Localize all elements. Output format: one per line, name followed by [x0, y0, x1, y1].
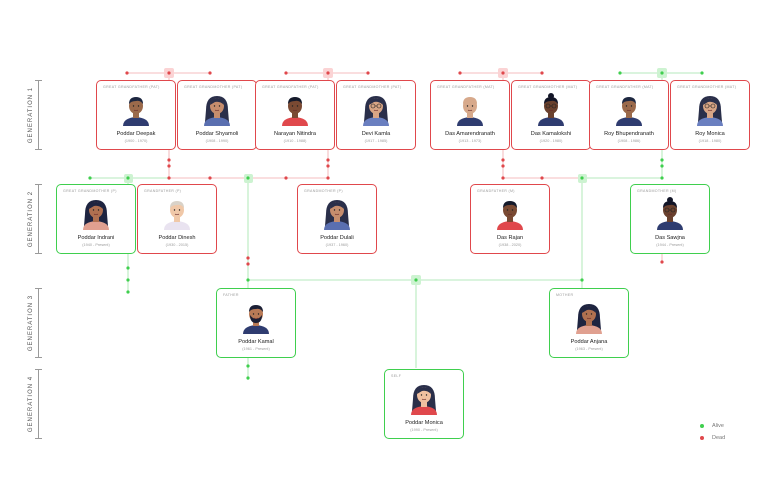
relation-label: GRANDMOTHER (M) [637, 189, 677, 193]
person-lifespan: (1908 - 1990) [205, 139, 229, 143]
woman-bun-icon [534, 92, 568, 131]
person-lifespan: (1900 - 1970) [124, 139, 148, 143]
person-name: Poddar Deepak [116, 131, 156, 137]
person-lifespan: (1937 - 1960) [325, 243, 349, 247]
relation-label: FATHER [223, 293, 239, 297]
person-name: Roy Bhupendranath [604, 131, 654, 137]
man-grey-hair-icon [160, 196, 194, 235]
relation-label: GRANDFATHER (P) [144, 189, 182, 193]
person-lifespan: (1990 - Present) [410, 428, 438, 432]
woman-glasses-icon [693, 92, 727, 131]
person-card-dulali[interactable]: GRANDMOTHER (P) Poddar Dulali (1937 - 1960… [297, 184, 377, 254]
legend: Alive Dead [700, 420, 725, 444]
person-name: Poddar Shyamoli [195, 131, 239, 137]
generation-label-4: GENERATION 4 [26, 369, 46, 439]
woman-curly-hair-icon [200, 92, 234, 131]
legend-dead: Dead [700, 432, 725, 444]
person-lifespan: (1917 - 1985) [364, 139, 388, 143]
person-card-dinesh[interactable]: GRANDFATHER (P) Poddar Dinesh (1930 - 2015… [137, 184, 217, 254]
relation-label: GREAT GRANDMOTHER (PAT) [184, 85, 243, 89]
generation-label-1: GENERATION 1 [26, 80, 46, 150]
person-lifespan: (1961 - Present) [242, 347, 270, 351]
person-card-rajan[interactable]: GRANDFATHER (M) Das Rajan (1938 - 2020) [470, 184, 550, 254]
woman-bob-hair-icon [407, 381, 441, 420]
person-card-kamla[interactable]: GREAT GRANDMOTHER (PAT) Devi Kamla (1917 -… [336, 80, 416, 150]
person-card-sawjna[interactable]: GRANDMOTHER (M) Das Sawjna (1944 - Present… [630, 184, 710, 254]
person-lifespan: (1910 - 1988) [283, 139, 307, 143]
person-name: Poddar Dulali [320, 235, 354, 241]
person-lifespan: (1913 - 1973) [458, 139, 482, 143]
relation-label: GREAT GRANDFATHER (PAT) [103, 85, 160, 89]
person-name: Roy Monica [695, 131, 725, 137]
person-card-amarendra[interactable]: GREAT GRANDFATHER (MAT) Das Amarendranath… [430, 80, 510, 150]
relation-label: GREAT GRANDMOTHER (PAT) [343, 85, 402, 89]
person-lifespan: (1963 - Present) [575, 347, 603, 351]
generation-label-3: GENERATION 3 [26, 288, 46, 358]
person-lifespan: (1944 - Present) [656, 243, 684, 247]
person-name: Poddar Indrani [77, 235, 115, 241]
woman-long-hair-icon [572, 300, 606, 339]
man-beard-icon [239, 300, 273, 339]
person-card-monica_roy[interactable]: GREAT GRANDMOTHER (MAT) Roy Monica (1918 -… [670, 80, 750, 150]
relation-label: GREAT GRANDFATHER (PAT) [262, 85, 319, 89]
person-lifespan: (1938 - 2020) [498, 243, 522, 247]
alive-dot-icon [700, 424, 704, 428]
man-bald-icon [453, 92, 487, 131]
person-card-anjana[interactable]: MOTHER Poddar Anjana (1963 - Present) [549, 288, 629, 358]
person-card-shyamoli[interactable]: GREAT GRANDMOTHER (PAT) Poddar Shyamoli (1… [177, 80, 257, 150]
person-lifespan: (1920 - 1980) [539, 139, 563, 143]
person-lifespan: (1908 - 1986) [617, 139, 641, 143]
person-lifespan: (1918 - 1980) [698, 139, 722, 143]
relation-label: GRANDFATHER (M) [477, 189, 515, 193]
woman-glasses-icon [359, 92, 393, 131]
relation-label: MOTHER [556, 293, 574, 297]
man-short-hair-icon [278, 92, 312, 131]
woman-long-hair-icon [79, 196, 113, 235]
man-dark-hair-icon [119, 92, 153, 131]
person-name: Das Sawjna [655, 235, 685, 241]
relation-label: GREAT GRANDMOTHER (P) [63, 189, 117, 193]
woman-bun-icon [653, 196, 687, 235]
person-lifespan: (1940 - Present) [82, 243, 110, 247]
person-card-deepak[interactable]: GREAT GRANDFATHER (PAT) Poddar Deepak (190… [96, 80, 176, 150]
person-name: Das Rajan [496, 235, 524, 241]
relation-label: GREAT GRANDMOTHER (MAT) [677, 85, 737, 89]
person-card-indrani[interactable]: GREAT GRANDMOTHER (P) Poddar Indrani (1940… [56, 184, 136, 254]
woman-curly-hair-icon [320, 196, 354, 235]
person-card-bhupendra[interactable]: GREAT GRANDFATHER (MAT) Roy Bhupendranath… [589, 80, 669, 150]
man-dark-hair-icon [612, 92, 646, 131]
dead-dot-icon [700, 436, 704, 440]
relation-label: GREAT GRANDFATHER (MAT) [437, 85, 495, 89]
person-name: Das Amarendranath [445, 131, 495, 137]
person-card-kamal[interactable]: FATHER Poddar Kamal (1961 - Present) [216, 288, 296, 358]
person-lifespan: (1930 - 2015) [165, 243, 189, 247]
person-name: Devi Kamla [361, 131, 391, 137]
person-name: Poddar Anjana [570, 339, 608, 345]
relation-label: GRANDMOTHER (P) [304, 189, 343, 193]
person-card-nitindra[interactable]: GREAT GRANDFATHER (PAT) Narayan Nitindra (… [255, 80, 335, 150]
person-name: Poddar Monica [405, 420, 443, 426]
person-name: Poddar Dinesh [158, 235, 196, 241]
relation-label: GREAT GRANDMOTHER (MAT) [518, 85, 578, 89]
person-card-kamalokshi[interactable]: GREAT GRANDMOTHER (MAT) Das Kamalokshi (19… [511, 80, 591, 150]
person-name: Das Kamalokshi [530, 131, 572, 137]
person-card-monica[interactable]: SELF Poddar Monica (1990 - Present) [384, 369, 464, 439]
relation-label: GREAT GRANDFATHER (MAT) [596, 85, 654, 89]
relation-label: SELF [391, 374, 402, 378]
legend-alive: Alive [700, 420, 725, 432]
man-short-hair-icon [493, 196, 527, 235]
person-name: Poddar Kamal [238, 339, 274, 345]
generation-label-2: GENERATION 2 [26, 184, 46, 254]
person-name: Narayan Nitindra [274, 131, 316, 137]
